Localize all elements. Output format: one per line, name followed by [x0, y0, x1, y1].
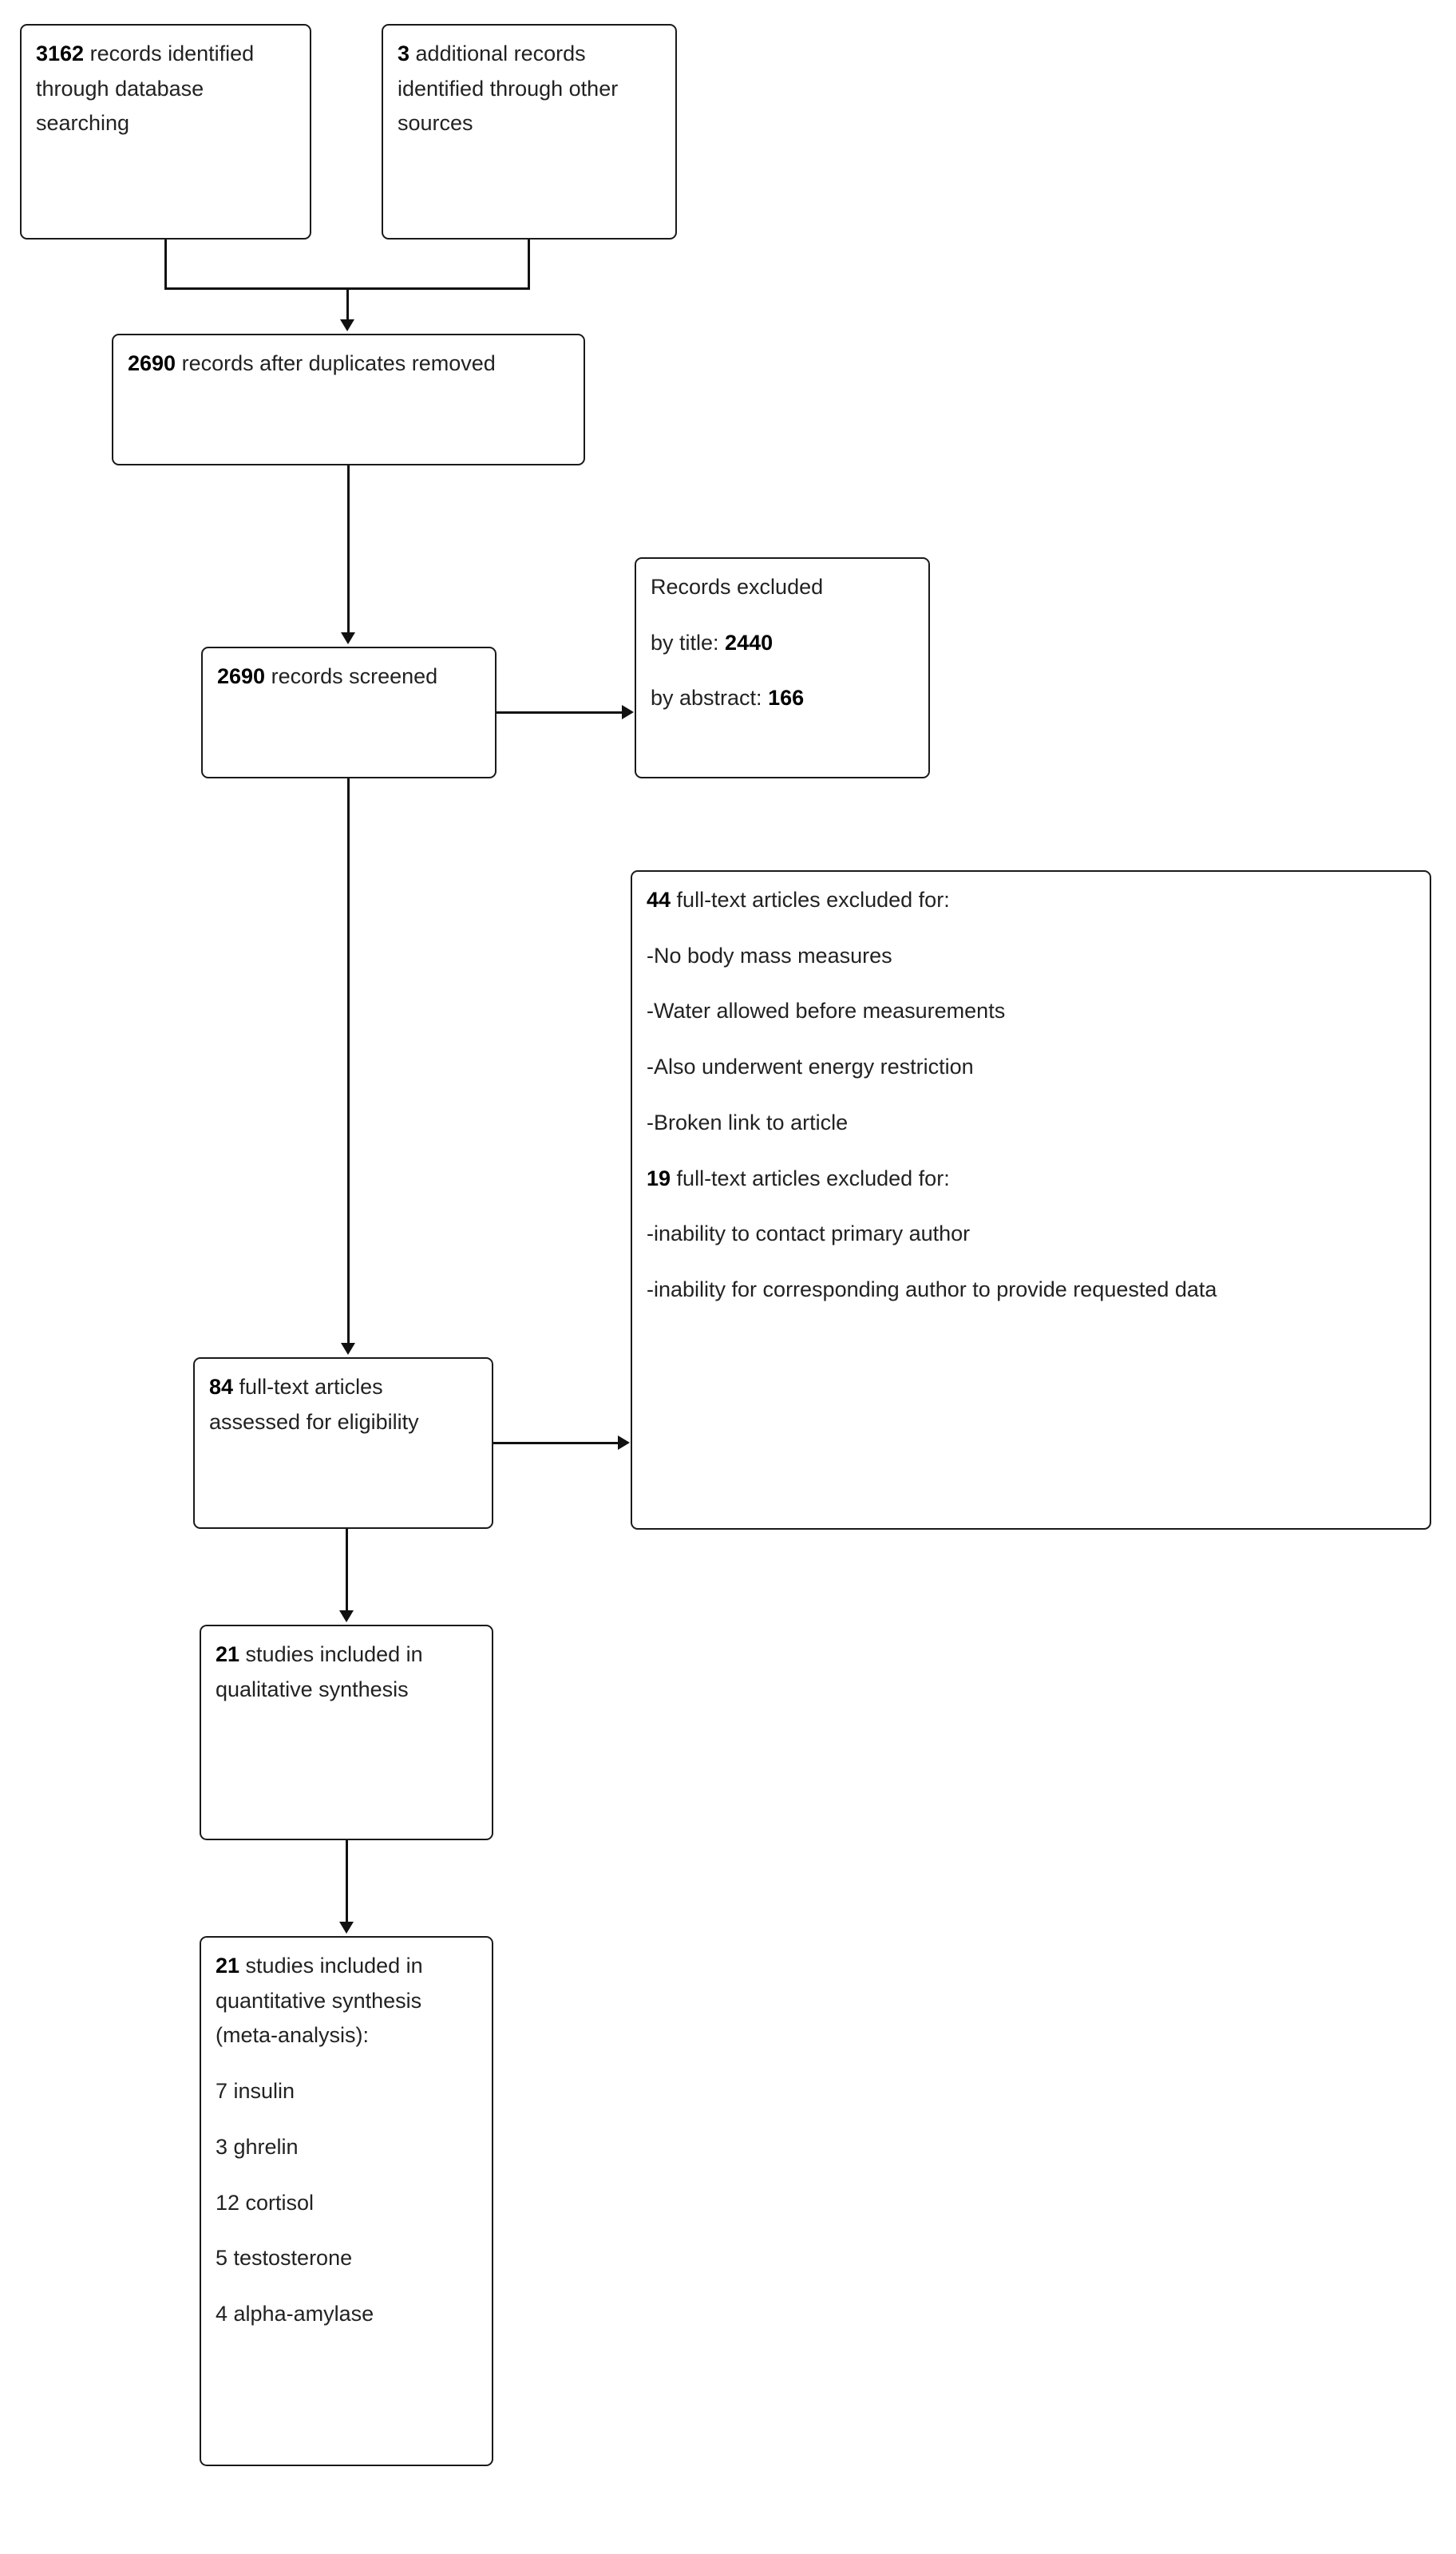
assessed-text: 84 full-text articles assessed for eligi…	[209, 1370, 479, 1439]
records-excluded-by-title: by title: 2440	[651, 626, 916, 661]
assessed-count: 84	[209, 1375, 234, 1399]
box-records-screened: 2690 records screened	[201, 647, 497, 778]
qualitative-text: 21 studies included in qualitative synth…	[216, 1637, 479, 1707]
records-identified-other-count: 3	[398, 42, 410, 65]
fulltext-excluded-group1-heading: 44 full-text articles excluded for:	[647, 883, 1417, 918]
duplicates-removed-text: 2690 records after duplicates removed	[128, 346, 571, 382]
fulltext-excluded-reason: -Also underwent energy restriction	[647, 1055, 974, 1079]
records-identified-database-text: 3162 records identified through database…	[36, 37, 297, 141]
quantitative-spacer	[216, 2053, 479, 2074]
quantitative-label: studies included in quantitative synthes…	[216, 1954, 423, 2048]
arrowhead-to-qualitative	[339, 1610, 354, 1622]
arrowhead-to-fulltext-excluded	[618, 1435, 630, 1450]
box-studies-qualitative-synthesis: 21 studies included in qualitative synth…	[200, 1625, 493, 1840]
box-records-excluded: Records excluded by title: 2440 by abstr…	[635, 557, 930, 778]
fulltext-excluded-group2-count: 19	[647, 1166, 671, 1190]
records-identified-other-text: 3 additional records identified through …	[398, 37, 663, 141]
quantitative-breakdown-item: 3 ghrelin	[216, 2134, 299, 2159]
fulltext-excluded-group2-label: full-text articles excluded for:	[671, 1166, 950, 1190]
quantitative-count: 21	[216, 1954, 240, 1978]
records-identified-database-label: records identified through database sear…	[36, 42, 255, 136]
fulltext-excluded-reason: -inability to contact primary author	[647, 1222, 971, 1246]
arrowhead-to-duplicates	[340, 319, 354, 331]
box-studies-quantitative-synthesis: 21 studies included in quantitative synt…	[200, 1936, 493, 2466]
quantitative-breakdown-item: 7 insulin	[216, 2079, 295, 2104]
records-excluded-by-abstract: by abstract: 166	[651, 681, 916, 716]
quantitative-text: 21 studies included in quantitative synt…	[216, 1949, 479, 2053]
connector-assessed-to-qualitative	[346, 1529, 348, 1611]
connector-screened-to-assessed	[347, 778, 350, 1344]
arrowhead-to-records-excluded	[622, 705, 634, 719]
box-fulltext-articles-excluded: 44 full-text articles excluded for: -No …	[631, 870, 1431, 1530]
arrowhead-to-assessed	[341, 1343, 355, 1355]
connector-qualitative-to-quantitative	[346, 1840, 348, 1922]
duplicates-removed-label: records after duplicates removed	[176, 351, 496, 375]
records-excluded-by-title-count: 2440	[725, 630, 774, 655]
quantitative-breakdown-item: 4 alpha-amylase	[216, 2302, 374, 2326]
records-identified-database-count: 3162	[36, 42, 85, 65]
records-excluded-by-title-label: by title:	[651, 630, 726, 655]
qualitative-count: 21	[216, 1642, 240, 1666]
fulltext-excluded-reason: -No body mass measures	[647, 943, 892, 968]
connector-screened-to-excluded	[497, 711, 623, 714]
box-records-identified-other-sources: 3 additional records identified through …	[382, 24, 677, 240]
fulltext-excluded-group1-label: full-text articles excluded for:	[671, 888, 950, 912]
connector-db-down	[164, 240, 167, 289]
fulltext-excluded-reason: -Water allowed before measurements	[647, 999, 1006, 1024]
connector-duplicates-to-screened	[347, 465, 350, 633]
box-records-after-duplicates-removed: 2690 records after duplicates removed	[112, 334, 585, 465]
fulltext-excluded-reason: -Broken link to article	[647, 1110, 849, 1134]
records-identified-other-label: additional records identified through ot…	[398, 42, 619, 136]
qualitative-label: studies included in qualitative synthesi…	[216, 1642, 423, 1701]
assessed-label: full-text articles assessed for eligibil…	[209, 1375, 419, 1434]
box-fulltext-articles-assessed: 84 full-text articles assessed for eligi…	[193, 1357, 493, 1529]
records-screened-label: records screened	[265, 664, 438, 688]
connector-merge-down	[346, 287, 349, 321]
connector-other-down	[528, 240, 530, 289]
fulltext-excluded-group2-heading: 19 full-text articles excluded for:	[647, 1162, 1417, 1197]
connector-assessed-to-fulltext-excluded	[493, 1442, 619, 1444]
arrowhead-to-quantitative	[339, 1922, 354, 1934]
records-screened-count: 2690	[217, 664, 266, 688]
box-records-identified-database: 3162 records identified through database…	[20, 24, 311, 240]
records-excluded-heading: Records excluded	[651, 575, 824, 599]
fulltext-excluded-reason: -inability for corresponding author to p…	[647, 1277, 1217, 1302]
duplicates-removed-count: 2690	[128, 351, 176, 375]
arrowhead-to-screened	[341, 632, 355, 644]
records-excluded-by-abstract-label: by abstract:	[651, 686, 769, 711]
records-excluded-by-abstract-count: 166	[768, 686, 805, 711]
records-screened-text: 2690 records screened	[217, 659, 482, 695]
quantitative-breakdown-item: 5 testosterone	[216, 2246, 353, 2271]
fulltext-excluded-group1-count: 44	[647, 888, 671, 912]
quantitative-breakdown-item: 12 cortisol	[216, 2190, 315, 2215]
